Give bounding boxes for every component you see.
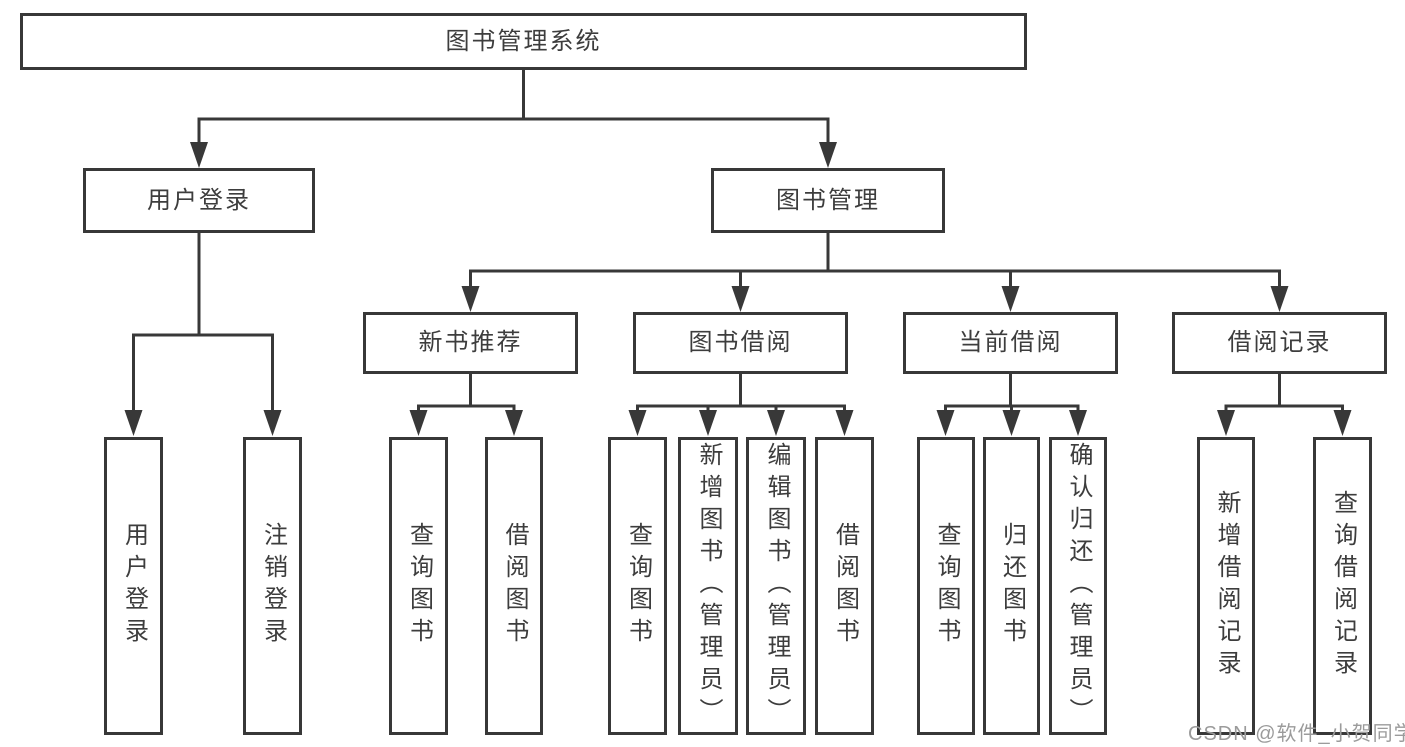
node-library-system-label: 图书管理系统	[445, 27, 602, 55]
node-cb-query-books: 查询图书	[917, 437, 975, 735]
node-bb-query-books: 查询图书	[608, 437, 667, 735]
node-edit-book-admin: 编辑图书（管理员）	[746, 437, 806, 735]
node-rec-query-books-label: 查询图书	[405, 522, 433, 650]
node-rec-borrow-books-label: 借阅图书	[501, 522, 528, 650]
node-return-books-label: 归还图书	[998, 522, 1026, 650]
node-bb-query-books-label: 查询图书	[624, 522, 652, 650]
node-add-borrow-record-label: 新增借阅记录	[1213, 490, 1240, 682]
node-book-management-label: 图书管理	[776, 186, 880, 214]
node-new-book-recommend-label: 新书推荐	[418, 329, 523, 356]
node-confirm-return-admin-label: 确认归还（管理员）	[1065, 442, 1092, 730]
node-book-borrowing-label: 图书借阅	[688, 329, 793, 356]
node-user-login-branch: 用户登录	[83, 168, 315, 233]
node-add-book-admin: 新增图书（管理员）	[678, 437, 738, 735]
node-confirm-return-admin: 确认归还（管理员）	[1049, 437, 1107, 735]
node-cb-query-books-label: 查询图书	[933, 522, 960, 650]
node-add-borrow-record: 新增借阅记录	[1197, 437, 1255, 735]
node-logout: 注销登录	[243, 437, 302, 735]
node-current-borrowing-label: 当前借阅	[958, 329, 1063, 356]
csdn-watermark: CSDN @软件_小贺同学	[1188, 723, 1405, 745]
node-edit-book-admin-label: 编辑图书（管理员）	[763, 442, 790, 730]
node-user-login-leaf-label: 用户登录	[120, 522, 148, 650]
node-add-book-admin-label: 新增图书（管理员）	[695, 442, 722, 730]
node-book-borrowing: 图书借阅	[633, 312, 848, 374]
node-rec-query-books: 查询图书	[389, 437, 448, 735]
node-logout-label: 注销登录	[259, 522, 287, 650]
node-query-borrow-record-label: 查询借阅记录	[1329, 490, 1357, 682]
node-library-system: 图书管理系统	[20, 13, 1027, 70]
node-query-borrow-record: 查询借阅记录	[1313, 437, 1372, 735]
node-bb-borrow-books: 借阅图书	[815, 437, 874, 735]
node-return-books: 归还图书	[983, 437, 1040, 735]
node-bb-borrow-books-label: 借阅图书	[831, 522, 859, 650]
node-rec-borrow-books: 借阅图书	[485, 437, 543, 735]
node-current-borrowing: 当前借阅	[903, 312, 1118, 374]
node-user-login-leaf: 用户登录	[104, 437, 163, 735]
node-new-book-recommend: 新书推荐	[363, 312, 578, 374]
node-book-management: 图书管理	[711, 168, 945, 233]
node-borrowing-records-label: 借阅记录	[1227, 329, 1332, 356]
node-user-login-branch-label: 用户登录	[147, 186, 251, 214]
node-borrowing-records: 借阅记录	[1172, 312, 1387, 374]
